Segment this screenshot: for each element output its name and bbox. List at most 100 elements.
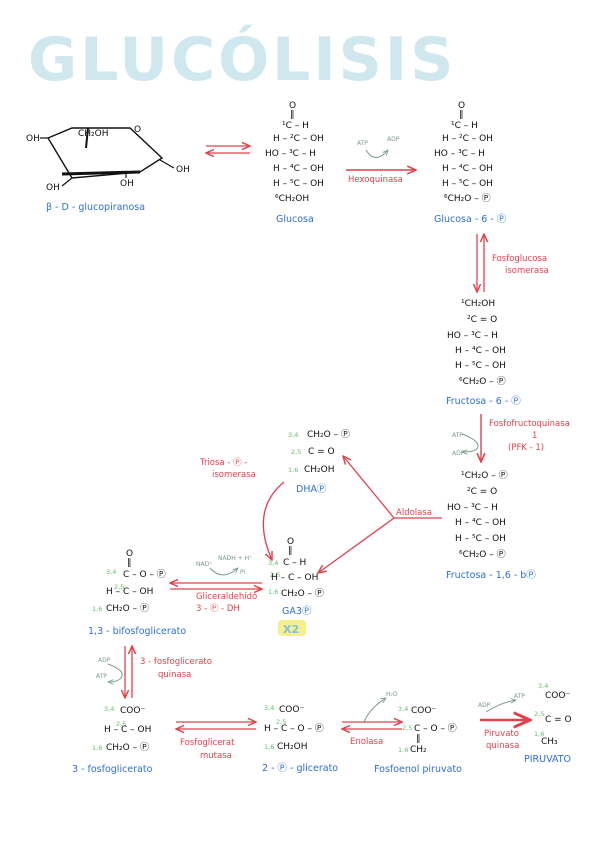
fructosa-6-fosfato-structure: ¹CH₂OH ²C = O HO – ³C – H H – ⁴C – OH H … xyxy=(446,299,521,407)
ring-oh-right: OH xyxy=(176,165,190,175)
glucosa-line: ⁶CH₂OH xyxy=(275,194,309,204)
dhap-num: 1,6 xyxy=(288,466,298,474)
enzyme-enolasa: Enolasa xyxy=(350,737,383,747)
enzyme-hexoquinasa: Hexoquinasa xyxy=(348,175,403,185)
bpg-num: 2,5 xyxy=(114,583,124,591)
pg2-num: 2,5 xyxy=(276,718,286,726)
ring-oh-left: OH xyxy=(26,134,40,144)
bpg-line: CH₂O – Ⓟ xyxy=(106,603,149,614)
pg2-line: H – C – O – Ⓟ xyxy=(264,723,324,734)
f6p-line: H – ⁴C – OH xyxy=(455,346,506,356)
ring-ch2oh: CH₂OH xyxy=(78,129,109,139)
dhap-line: CH₂OH xyxy=(304,465,335,475)
f16bp-line: H – ⁴C – OH xyxy=(455,518,506,528)
adp-label: ADP xyxy=(452,450,465,457)
enzyme-piruvato-quinasa: quinasa xyxy=(486,741,519,751)
f16bp-line: ⁶CH₂O – Ⓟ xyxy=(459,549,506,560)
pi-label: Pi xyxy=(240,569,245,576)
glucosa-structure: O ‖ ¹C – H H – ²C – OH HO – ³C – H H – ⁴… xyxy=(265,101,324,225)
adp-label: ADP xyxy=(98,657,111,664)
pg3-line: COO⁻ xyxy=(120,706,145,716)
pg2-line: COO⁻ xyxy=(279,705,304,715)
enzyme-isomerasa: isomerasa xyxy=(505,266,549,276)
beta-glucopyranose-structure: OH CH₂OH O OH OH OH β - D - glucopiranos… xyxy=(26,125,190,213)
pep-num: 1,6 xyxy=(398,746,408,754)
g6p-line: ¹C – H xyxy=(451,121,478,131)
glucosa-line: H – ⁴C – OH xyxy=(273,164,324,174)
bpg-line: O xyxy=(126,549,133,559)
ga3p-dh-step: NAD⁺ NADH + H⁺ Pi Gliceraldehído 3 - Ⓟ -… xyxy=(170,555,262,614)
enzyme-fosfoglicerat: Fosfoglicerat xyxy=(180,738,235,748)
g6p-line: H – ⁴C – OH xyxy=(442,164,493,174)
pep-line: C – O – Ⓟ xyxy=(414,723,457,734)
dhap-num: 2,5 xyxy=(291,448,301,456)
ga3p-multiplier: X2 xyxy=(283,623,299,636)
atp-label: ATP xyxy=(357,140,368,147)
ga3p-line: C – H xyxy=(283,558,306,568)
glucosa-line: H – ²C – OH xyxy=(273,134,324,144)
atp-label: ATP xyxy=(514,693,525,700)
pg3-num: 3,4 xyxy=(104,705,114,713)
atp-label: ATP xyxy=(96,673,107,680)
bpg-num: 1,6 xyxy=(92,605,102,613)
3-fosfoglicerato-name: 3 - fosfoglicerato xyxy=(72,764,153,775)
piruvato-structure: 3,4 COO⁻ 2,5 C = O 1,6 CH₃ PIRUVATO xyxy=(524,682,572,765)
dhap-line: CH₂O – Ⓟ xyxy=(307,429,350,440)
glucosa-line: ¹C – H xyxy=(282,121,309,131)
fosfoglucosa-isomerasa-step: Fosfoglucosa isomerasa xyxy=(477,234,549,292)
ga3p-line: H – C – OH xyxy=(271,573,318,583)
h2o-label: H₂O xyxy=(386,691,398,698)
fosfoglicerato-quinasa-step: ADP ATP 3 - fosfoglicerato quinasa xyxy=(96,646,212,698)
glucosa-name: Glucosa xyxy=(276,214,314,225)
f6p-line: HO – ³C – H xyxy=(447,331,498,341)
f6p-line: ¹CH₂OH xyxy=(461,299,495,309)
f16bp-line: ²C = O xyxy=(467,487,497,497)
atp-label: ATP xyxy=(452,432,463,439)
glucosa-6-fosfato-structure: O ‖ ¹C – H H – ²C – OH HO – ³C – H H – ⁴… xyxy=(434,101,507,225)
g6p-line: H – ²C – OH xyxy=(442,134,493,144)
enzyme-aldolasa: Aldolasa xyxy=(396,508,432,518)
multiplier-highlight xyxy=(278,620,306,636)
enzyme-pfk-number: 1 xyxy=(532,431,537,441)
piruvato-num: 2,5 xyxy=(534,710,544,718)
g6p-line: H – ⁵C – OH xyxy=(442,179,493,189)
piruvato-quinasa-step: ADP ATP Piruvato quinasa xyxy=(478,693,530,751)
g6p-line: O xyxy=(458,101,465,111)
pg2-line: CH₂OH xyxy=(277,742,308,752)
pep-line: CH₂ xyxy=(410,745,427,755)
ring-o: O xyxy=(134,125,141,135)
pfk1-step: ATP ADP Fosfofructoquinasa 1 (PFK - 1) xyxy=(452,414,570,462)
pg3-line: H – C – OH xyxy=(104,725,151,735)
fructosa-16-bifosfato-structure: ¹CH₂O – Ⓟ ²C = O HO – ³C – H H – ⁴C – OH… xyxy=(446,470,536,581)
dhap-structure: 3,4 2,5 1,6 CH₂O – Ⓟ C = O CH₂OH DHAⓅ xyxy=(288,429,350,495)
enzyme-pfk-name: Fosfofructoquinasa xyxy=(489,419,570,429)
glucosa-line: H – ⁵C – OH xyxy=(273,179,324,189)
g6p-line: ⁶CH₂O – Ⓟ xyxy=(444,193,491,204)
enzyme-fosfoglicerato-quinasa: 3 - fosfoglicerato xyxy=(140,657,212,667)
f16bp-line: H – ⁵C – OH xyxy=(455,534,506,544)
pep-line: COO⁻ xyxy=(411,706,436,716)
glucosa-line: HO – ³C – H xyxy=(265,149,316,159)
piruvato-line: COO⁻ xyxy=(545,691,570,701)
page-title: GLUCÓLISIS xyxy=(28,24,456,95)
enzyme-piruvato: Piruvato xyxy=(484,729,519,739)
piruvato-line: C = O xyxy=(545,715,572,725)
aldolasa-step: Aldolasa xyxy=(318,456,442,573)
glucosa-6-fosfato-name: Glucosa - 6 - Ⓟ xyxy=(434,214,507,225)
dhap-num: 3,4 xyxy=(288,431,298,439)
glucosa-line: ‖ xyxy=(290,110,295,120)
pep-num: 2,5 xyxy=(402,724,412,732)
enzyme-fosfoglucosa: Fosfoglucosa xyxy=(492,254,547,264)
enzyme-triosa: Triosa - Ⓟ - xyxy=(199,458,247,468)
ga3p-num: 2,5 xyxy=(270,571,280,579)
nadh-label: NADH + H⁺ xyxy=(218,555,252,562)
bpg-line: C – O – Ⓟ xyxy=(123,569,166,580)
ring-oh-bottom: OH xyxy=(120,179,134,189)
13-bifosfoglicerato-structure: O ‖ 3,4 C – O – Ⓟ 2,5 H – C – OH 1,6 CH₂… xyxy=(88,549,186,637)
enzyme-mutasa: mutasa xyxy=(200,751,232,761)
ga3p-line: CH₂O – Ⓟ xyxy=(281,588,324,599)
triosa-isomerasa-step: Triosa - Ⓟ - isomerasa xyxy=(199,458,285,560)
dhap-line: C = O xyxy=(308,447,335,457)
ring-open-equilibrium xyxy=(206,146,250,153)
